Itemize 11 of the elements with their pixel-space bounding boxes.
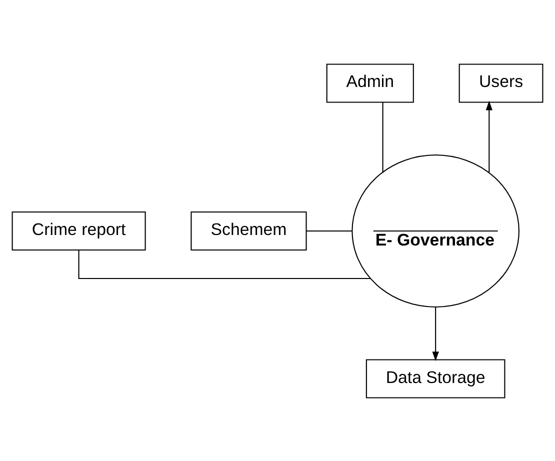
node-box: Users [458,63,544,102]
connector [78,250,370,279]
node-circle: E- Governance [352,154,520,308]
node-box: Data Storage [366,358,506,398]
connector [382,102,384,172]
arrow [486,100,492,172]
node-box: Crime report [12,210,146,250]
arrow [432,306,439,361]
connector [306,230,352,232]
node-box: Schemem [190,210,307,250]
node-box: Admin [326,63,414,102]
